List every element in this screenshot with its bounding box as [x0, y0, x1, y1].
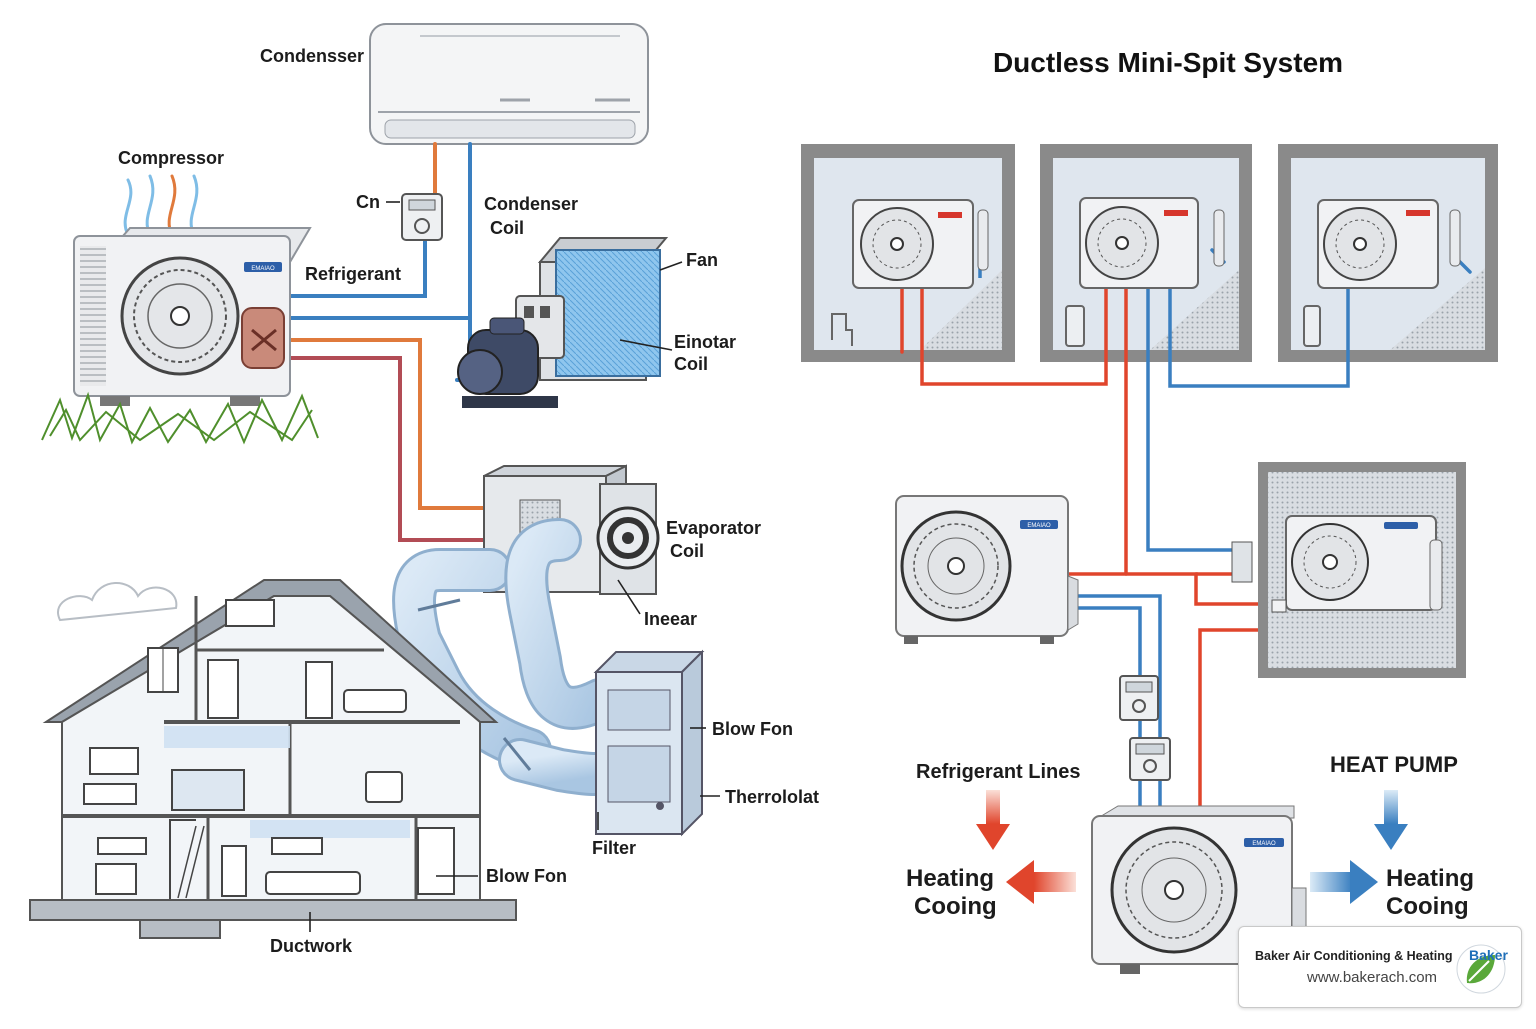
unit-badge-left: EMAIAO: [251, 266, 275, 272]
control-boxes: [1119, 675, 1171, 781]
unit-badge-middle: EMAIAO: [1027, 523, 1051, 529]
brand-logo-text: Baker: [1469, 947, 1508, 963]
label-blow-fon-1: Blow Fon: [712, 719, 793, 739]
labels-left: Condensser Compressor Cn Condenser Coil …: [118, 46, 819, 956]
label-heat-pump: HEAT PUMP: [1330, 752, 1458, 777]
compressor-outdoor-unit: EMAIAO: [73, 174, 312, 406]
room-unit-3: [1317, 199, 1461, 289]
label-cooling-left: Cooing: [914, 893, 997, 920]
heat-pump-unit: EMAIAO: [1091, 805, 1307, 974]
label-condenser-coil-1: Condenser: [484, 194, 578, 214]
cn-control-box: [401, 193, 443, 241]
blower-cabinet: [593, 649, 705, 837]
leaf-logo-icon: [1456, 944, 1506, 994]
evaporator-box: [483, 464, 660, 595]
ductwork-pipes: [392, 518, 632, 797]
label-condensser: Condensser: [260, 46, 364, 66]
label-thermostat: Therrololat: [725, 787, 819, 807]
label-filter: Filter: [592, 838, 636, 858]
room-unit-2: [1079, 197, 1225, 289]
label-evaporator-1: Evaporator: [666, 518, 761, 538]
brand-card: Baker Air Conditioning & Heating www.bak…: [1238, 926, 1522, 1008]
indoor-wall-unit: [369, 23, 649, 145]
label-heating-right: Heating: [1386, 865, 1474, 892]
label-blow-fon-2: Blow Fon: [486, 866, 567, 886]
label-fan: Fan: [686, 250, 718, 270]
label-einotar-1: Einotar: [674, 332, 736, 352]
flow-arrows: [976, 790, 1408, 904]
room-unit-1: [852, 199, 989, 289]
wall-frame-right: [1231, 462, 1466, 678]
fan-coil-assembly: [457, 237, 669, 408]
diagram-title: Ductless Mini-Spit System: [993, 47, 1343, 78]
brand-url[interactable]: www.bakerach.com: [1307, 969, 1438, 986]
leader-lines-left: [309, 201, 720, 932]
label-cn: Cn: [356, 192, 380, 212]
label-compressor: Compressor: [118, 148, 224, 168]
labels-right: Refrigerant Lines HEAT PUMP Heating Cooi…: [906, 752, 1474, 920]
house-cutaway: [29, 579, 517, 939]
label-refrigerant-lines: Refrigerant Lines: [916, 761, 1080, 783]
label-condenser-coil-2: Coil: [490, 218, 524, 238]
unit-badge-bottom: EMAIAO: [1252, 841, 1276, 847]
grass: [41, 391, 319, 445]
label-refrigerant: Refrigerant: [305, 264, 401, 284]
label-cooling-right: Cooing: [1386, 893, 1469, 920]
label-ductwork: Ductwork: [270, 936, 353, 956]
label-evaporator-2: Coil: [670, 541, 704, 561]
brand-name: Baker Air Conditioning & Heating: [1255, 949, 1453, 963]
label-heating-left: Heating: [906, 865, 994, 892]
label-ineear: Ineear: [644, 609, 697, 629]
label-einotar-2: Coil: [674, 354, 708, 374]
outdoor-unit-middle: EMAIAO: [895, 495, 1079, 644]
